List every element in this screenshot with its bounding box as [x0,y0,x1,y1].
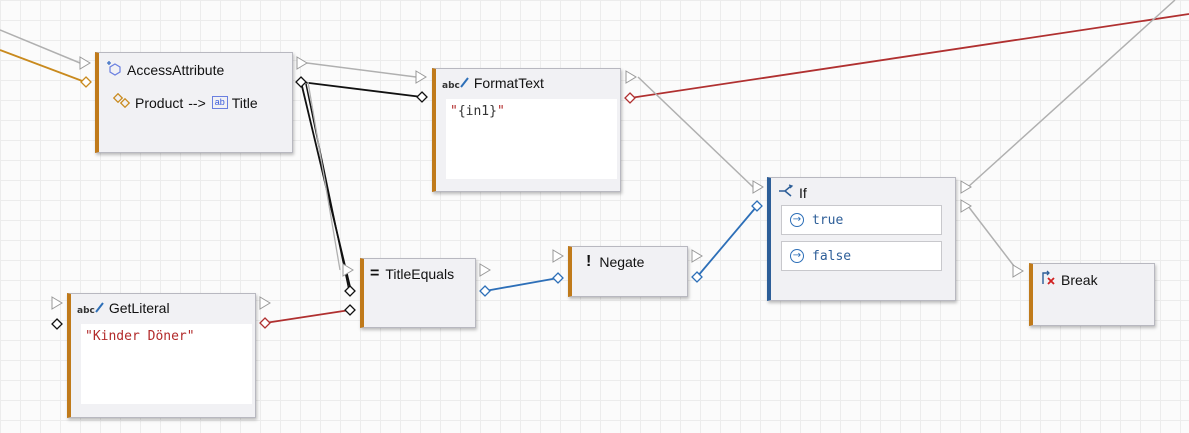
text-literal-icon: abc [77,301,105,316]
object-port[interactable] [80,76,92,88]
node-title: TitleEquals [385,266,455,282]
entity-name: Product [135,94,184,111]
attribute-path: Product --> ab Title [112,92,258,112]
node-header: abc FormatText [442,75,544,91]
exec-wire [306,62,417,78]
template-text: "{in1}" [446,99,617,124]
exec-port[interactable] [691,249,703,263]
if-node[interactable]: If → true → false [767,177,956,301]
object-port[interactable] [344,285,356,297]
exec-wire [967,205,1018,271]
cube-icon [105,59,123,80]
exec-port[interactable] [259,296,271,310]
branch-label: true [812,212,844,228]
attribute-name: Title [231,94,258,111]
node-header: AccessAttribute [105,59,224,80]
bool-wire [484,277,559,292]
attribute-icon: ab [211,96,228,109]
bool-port[interactable] [552,272,564,284]
template-value: {in1} [457,104,497,119]
bool-port[interactable] [691,271,703,283]
bool-port[interactable] [479,285,491,297]
object-wire [300,81,423,98]
node-header: ! Negate [578,253,644,271]
string-port[interactable] [624,92,636,104]
title-equals-node[interactable]: = TitleEquals [360,258,476,328]
exec-port[interactable] [960,180,972,194]
arrow-circle-icon: → [790,213,804,227]
branch-false[interactable]: → false [781,241,942,271]
exec-port[interactable] [79,56,91,70]
icon-label: abc [77,305,95,316]
exec-port[interactable] [752,180,764,194]
exec-wire [637,76,754,188]
node-header: abc GetLiteral [77,300,170,316]
string-wire [264,309,351,324]
exec-port[interactable] [552,249,564,263]
exec-port[interactable] [342,263,354,277]
string-port[interactable] [259,317,271,329]
object-port[interactable] [295,76,307,88]
bool-port[interactable] [751,200,763,212]
literal-value: "Kinder Döner" [85,329,195,344]
node-header: If [777,184,807,201]
exec-port[interactable] [625,70,637,84]
get-literal-node[interactable]: abc GetLiteral "Kinder Döner" [67,293,256,418]
branch-icon [777,184,795,201]
orange-wire [0,49,86,83]
text-format-icon: abc [442,76,470,91]
object-port[interactable] [51,318,63,330]
node-title: AccessAttribute [127,61,225,78]
quote-open: " [450,104,458,119]
node-title: FormatText [473,75,544,91]
object-port[interactable] [416,91,428,103]
node-title: Break [1061,271,1098,288]
arrow-circle-icon: → [790,249,804,263]
break-node[interactable]: Break [1029,263,1155,326]
branch-true[interactable]: → true [781,205,942,235]
negate-node[interactable]: ! Negate [568,246,688,297]
equals-icon: = [370,265,380,282]
exec-port[interactable] [960,199,972,213]
node-title: GetLiteral [108,300,170,316]
exec-port[interactable] [479,263,491,277]
exec-port[interactable] [51,296,63,310]
bool-wire [696,205,758,278]
node-header: Break [1039,270,1098,289]
path-arrow: --> [188,94,206,111]
string-wire [629,13,1189,99]
exec-port[interactable] [415,70,427,84]
exec-port[interactable] [296,56,308,70]
icon-label: abc [442,80,460,91]
break-icon [1039,270,1057,289]
format-text-node[interactable]: abc FormatText "{in1}" [432,68,621,192]
template-editor[interactable]: "{in1}" [446,99,617,179]
exec-wire [967,0,1176,188]
object-wire [305,83,350,291]
node-title: If [799,184,807,201]
node-title: Negate [599,254,645,270]
access-attribute-node[interactable]: AccessAttribute Product --> ab Title [95,52,293,153]
object-port[interactable] [344,304,356,316]
branch-label: false [812,248,852,264]
quote-close: " [496,104,505,119]
literal-editor[interactable]: "Kinder Döner" [81,324,252,404]
node-header: = TitleEquals [370,265,454,283]
exec-wire [0,29,81,64]
exec-port[interactable] [1012,264,1024,278]
not-icon: ! [586,253,592,270]
exec-wire [307,81,341,271]
entity-icon [112,92,133,112]
object-wire [300,81,352,292]
